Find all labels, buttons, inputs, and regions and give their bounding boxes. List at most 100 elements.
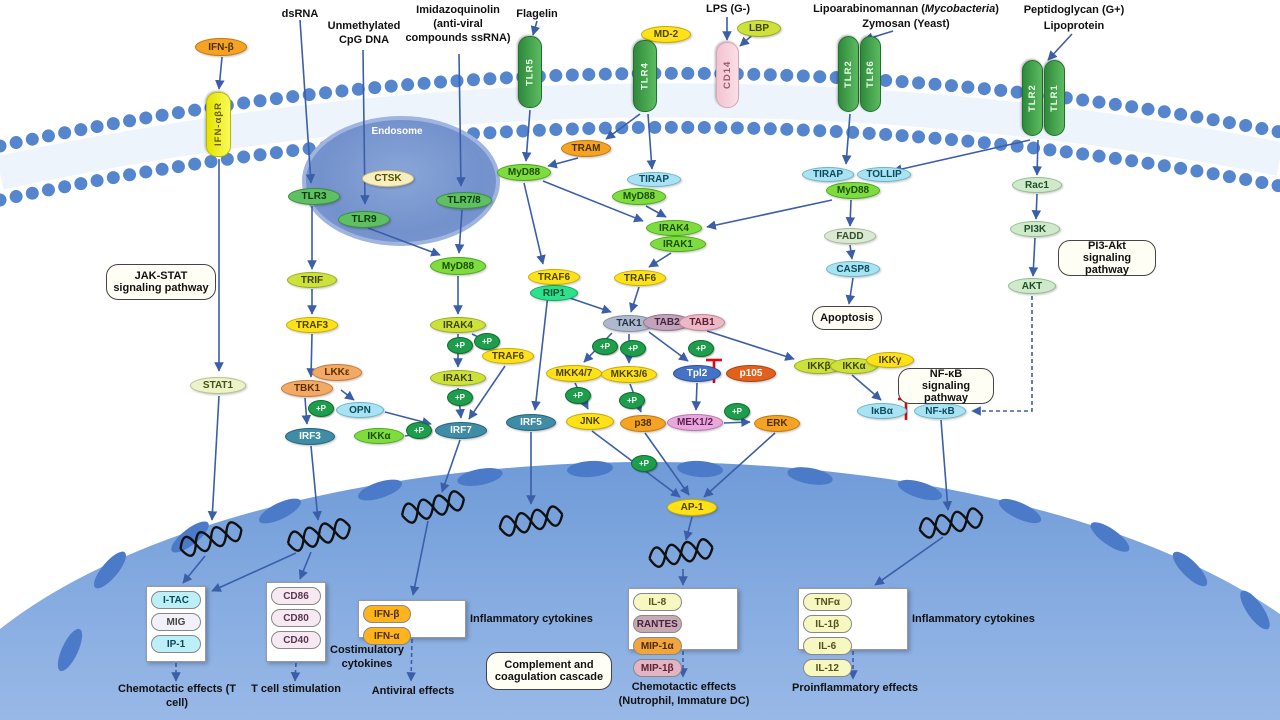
phospho-badge: +P	[620, 340, 646, 357]
node-tlr7-8: TLR7/8	[436, 192, 492, 209]
plaque-nfkb: NF-κB signaling pathway	[898, 368, 994, 404]
output-item: MIP-1β	[633, 659, 682, 677]
plaque-jak-stat: JAK-STAT signaling pathway	[106, 264, 216, 300]
output-item: IP-1	[151, 635, 201, 653]
node-tlr3: TLR3	[288, 188, 340, 205]
node-tirap-tlr4: TIRAP	[627, 172, 681, 187]
node-ikka-endosomal: IKKα	[354, 428, 404, 444]
label-lam-post: )	[995, 3, 999, 15]
node-irf7: IRF7	[435, 422, 487, 439]
receptor-tlr2-a: TLR2	[838, 36, 859, 112]
receptor-cd14: CD14	[716, 42, 739, 108]
node-erk: ERK	[754, 415, 800, 432]
node-rac1: Rac1	[1012, 177, 1062, 193]
node-tpl2: Tpl2	[673, 365, 721, 382]
phospho-badge: +P	[631, 455, 657, 472]
label-dsrna: dsRNA	[281, 8, 319, 20]
phospho-badge: +P	[308, 400, 334, 417]
node-tram: TRAM	[561, 140, 611, 157]
phospho-badge: +P	[565, 387, 591, 404]
receptor-tlr4: TLR4	[633, 40, 657, 112]
receptor-tlr6: TLR6	[860, 36, 881, 112]
phospho-badge: +P	[447, 337, 473, 354]
output-item: CD80	[271, 609, 321, 627]
output-item: IL-1β	[803, 615, 852, 633]
node-pi3k: PI3K	[1010, 221, 1060, 237]
node-tlr9: TLR9	[338, 211, 390, 228]
phospho-badge: +P	[474, 333, 500, 350]
node-fadd: FADD	[824, 228, 876, 244]
annotation-inflammatory-2: Inflammatory cytokines	[912, 613, 1035, 625]
output-item: I-TAC	[151, 591, 201, 609]
node-mkk3-6: MKK3/6	[601, 366, 657, 383]
receptor-tlr5: TLR5	[518, 36, 542, 108]
output-item: IFN-α	[363, 627, 411, 645]
node-tbk1: TBK1	[281, 380, 333, 397]
node-myd88-tlr5: MyD88	[497, 164, 551, 181]
node-myd88-endosomal: MyD88	[430, 257, 486, 275]
node-myd88-tlr4: MyD88	[612, 188, 666, 205]
output-item: MIP-1α	[633, 637, 682, 655]
output-box-costimulatory: CD86 CD80 CD40	[266, 582, 326, 662]
node-md2: MD-2	[641, 26, 691, 43]
label-lps: LPS (G-)	[706, 3, 750, 15]
label-zymosan: Zymosan (Yeast)	[862, 18, 950, 30]
node-trif: TRIF	[287, 272, 337, 288]
phospho-badge: +P	[592, 338, 618, 355]
node-irf3: IRF3	[285, 428, 335, 445]
output-item: IL-6	[803, 637, 852, 655]
output-item: IL-8	[633, 593, 682, 611]
node-tak1: TAK1	[603, 315, 655, 332]
node-traf3: TRAF3	[286, 317, 338, 333]
effect-antiviral: Antiviral effects	[371, 685, 455, 697]
node-p105: p105	[726, 365, 776, 382]
node-tab2: TAB2	[643, 314, 691, 331]
output-box-chemokines2: IL-8 RANTES MIP-1α MIP-1β	[628, 588, 738, 677]
receptor-tlr2-b: TLR2	[1022, 60, 1043, 136]
output-box-chemokines: I-TAC MIG IP-1	[146, 586, 206, 662]
node-lkke: LKKε	[312, 364, 362, 381]
node-ikkg: IKKγ	[866, 352, 914, 368]
receptor-tlr1: TLR1	[1044, 60, 1065, 136]
node-traf6-central: TRAF6	[614, 270, 666, 286]
phospho-badge: +P	[619, 392, 645, 409]
output-item: CD86	[271, 587, 321, 605]
node-ctsk: CTSK	[362, 170, 414, 187]
effect-t-cell: T cell stimulation	[251, 683, 341, 695]
node-tirap-tlr2: TIRAP	[802, 167, 854, 182]
node-irak1-endosomal: IRAK1	[430, 370, 486, 386]
label-lam-pre: Lipoarabinomannan (	[813, 3, 925, 15]
effect-chemotactic-dc: Chemotactic effects (Nutrophil, Immature…	[618, 681, 750, 707]
label-cpg-dna: Unmethylated CpG DNA	[327, 20, 401, 46]
node-irf5: IRF5	[506, 414, 556, 431]
phospho-badge: +P	[688, 340, 714, 357]
output-item: MIG	[151, 613, 201, 631]
effect-chemotactic-t: Chemotactic effects (T cell)	[118, 683, 236, 709]
node-ifn-beta-ligand: IFN-β	[195, 38, 247, 56]
node-ap1: AP-1	[667, 499, 717, 516]
node-tab1: TAB1	[679, 314, 725, 331]
annotation-inflammatory-1: Inflammatory cytokines	[470, 613, 593, 625]
node-lbp: LBP	[737, 20, 781, 37]
output-item: TNFα	[803, 593, 852, 611]
node-mek1-2: MEK1/2	[667, 414, 723, 431]
node-irak1-central: IRAK1	[650, 236, 706, 252]
phospho-badge: +P	[724, 403, 750, 420]
node-akt: AKT	[1008, 278, 1056, 294]
node-casp8: CASP8	[826, 261, 880, 277]
node-irak4-endosomal: IRAK4	[430, 317, 486, 333]
label-imidazoquinolin: Imidazoquinolin (anti-viral compounds ss…	[405, 4, 511, 44]
output-item: RANTES	[633, 615, 682, 633]
label-lipoarabinomannan: Lipoarabinomannan (Mycobacteria)	[806, 3, 1006, 17]
node-nfkb: NF-κB	[914, 403, 966, 419]
phospho-badge: +P	[406, 422, 432, 439]
phospho-badge: +P	[447, 389, 473, 406]
label-lipoprotein: Lipoprotein	[1043, 20, 1105, 32]
node-rip1: RIP1	[530, 285, 578, 301]
output-item: IL-12	[803, 659, 852, 677]
output-box-cytokines: TNFα IL-1β IL-6 IL-12	[798, 588, 908, 677]
node-traf6-endosomal: TRAF6	[482, 348, 534, 364]
node-stat1: STAT1	[190, 377, 246, 394]
output-box-interferons: IFN-β IFN-α	[358, 600, 466, 645]
plaque-pi3-akt: PI3-Akt signaling pathway	[1058, 240, 1156, 276]
